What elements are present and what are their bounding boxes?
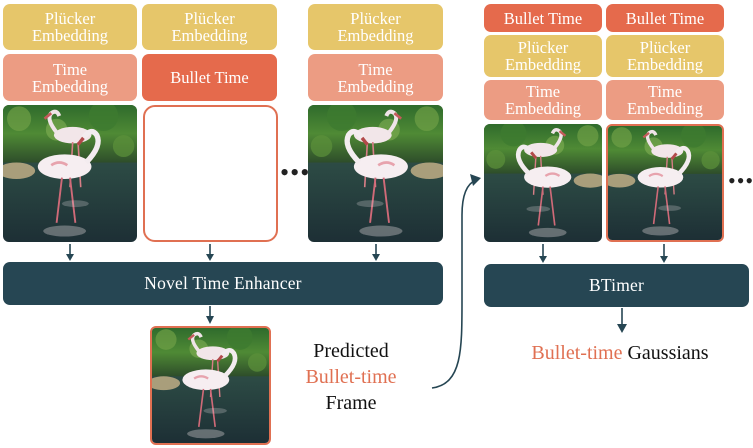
time-embedding-box: Time Embedding (3, 54, 137, 101)
bullet-time-box: Bullet Time (484, 4, 602, 32)
caption-line-2: Bullet-time (305, 366, 397, 388)
curved-arrow-icon (431, 174, 481, 389)
time-embedding-box: Time Embedding (308, 54, 443, 101)
arrow-down-icon (539, 244, 547, 263)
plucker-embedding-box: Plücker Embedding (3, 4, 137, 50)
time-embedding-label: Time Embedding (504, 82, 582, 118)
time-embedding-label: Time Embedding (337, 59, 414, 96)
flamingo-photo (606, 124, 724, 242)
arrow-down-icon (206, 244, 214, 261)
plucker-embedding-label: Plücker Embedding (171, 9, 248, 45)
time-embedding-label: Time Embedding (31, 59, 109, 96)
arrow-down-icon (372, 244, 380, 261)
plucker-embedding-label: Plücker Embedding (626, 38, 704, 74)
plucker-embedding-box: Plücker Embedding (308, 4, 443, 50)
btimer-label: BTimer (588, 275, 645, 295)
empty-bullet-time-frame (143, 105, 278, 242)
plucker-embedding-label: Plücker Embedding (504, 38, 582, 74)
plucker-embedding-label: Plücker Embedding (31, 9, 109, 45)
bullet-time-label: Bullet Time (503, 8, 583, 28)
bullet-time-gaussians-caption: Bullet-time Gaussians (500, 340, 740, 366)
bullet-time-box: Bullet Time (606, 4, 724, 32)
plucker-embedding-box: Plücker Embedding (142, 4, 277, 50)
bullet-time-label: Bullet Time (170, 68, 249, 87)
caption-line-1: Predicted (313, 340, 389, 362)
novel-time-enhancer-label: Novel Time Enhancer (144, 273, 302, 293)
time-embedding-box: Time Embedding (484, 80, 602, 120)
gaussians-accent: Bullet-time (531, 342, 623, 364)
arrow-down-icon (617, 308, 627, 333)
predicted-frame-photo (150, 326, 271, 445)
plucker-embedding-box: Plücker Embedding (484, 35, 602, 77)
bullet-time-box: Bullet Time (142, 54, 277, 101)
novel-time-enhancer-bar: Novel Time Enhancer (3, 262, 443, 305)
bullet-time-label: Bullet Time (625, 8, 705, 28)
time-embedding-label: Time Embedding (626, 82, 704, 118)
btimer-bar: BTimer (484, 264, 749, 307)
caption-line-3: Frame (325, 392, 377, 414)
arrow-down-icon (66, 244, 74, 261)
arrow-down-icon (206, 306, 214, 324)
time-embedding-box: Time Embedding (606, 80, 724, 120)
plucker-embedding-box: Plücker Embedding (606, 35, 724, 77)
predicted-frame-caption: Predicted Bullet-time Frame (282, 338, 420, 416)
plucker-embedding-label: Plücker Embedding (337, 9, 414, 45)
arrow-down-icon (660, 244, 668, 263)
gaussians-text: Gaussians (622, 342, 709, 364)
